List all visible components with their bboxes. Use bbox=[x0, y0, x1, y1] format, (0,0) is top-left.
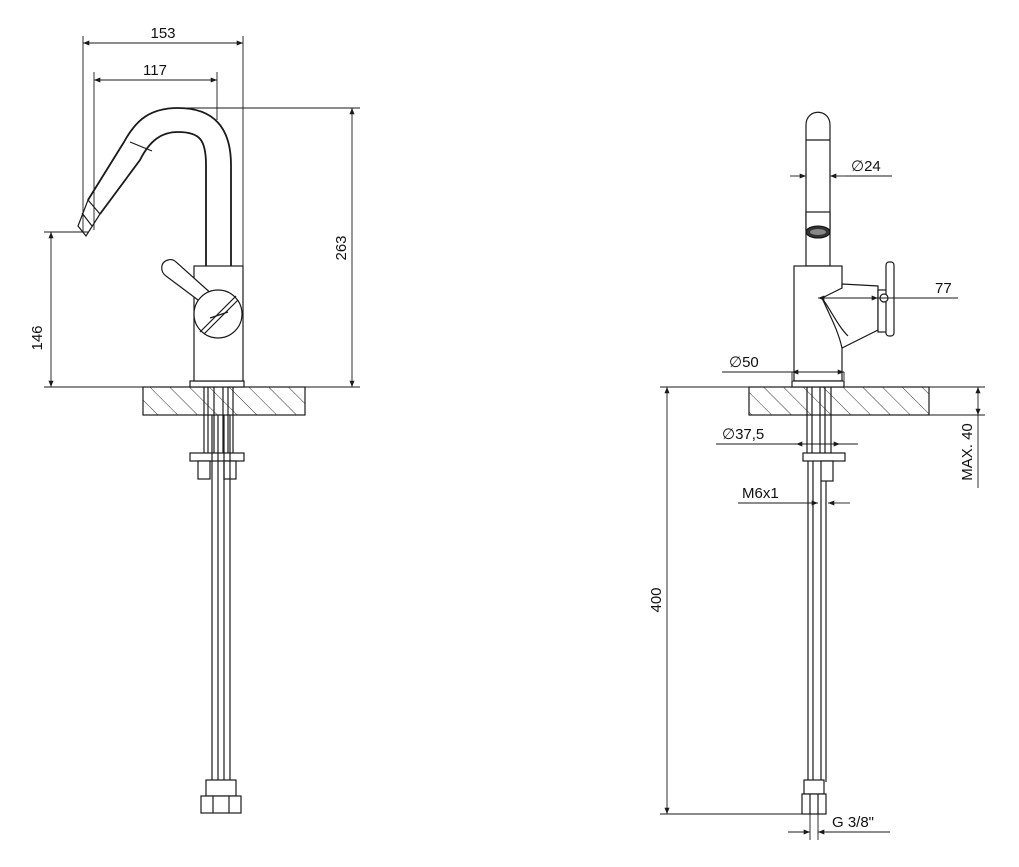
dim-263-label: 263 bbox=[333, 235, 350, 260]
dim-overall-reach: 153 bbox=[82, 25, 244, 266]
supply-hose-front bbox=[801, 461, 827, 815]
aerator-left bbox=[77, 198, 101, 238]
dim-146-label: 146 bbox=[29, 325, 46, 350]
dim-77-label: 77 bbox=[935, 280, 952, 297]
dim-max40-label: MAX. 40 bbox=[959, 423, 976, 481]
dim-shank-diameter: ∅37,5 bbox=[716, 426, 858, 447]
dim-117-label: 117 bbox=[143, 62, 167, 79]
dim-height: 263 bbox=[178, 107, 360, 388]
dim-153-label: 153 bbox=[150, 25, 175, 42]
dim-handle-projection: 77 bbox=[818, 280, 958, 301]
countertop-section-left bbox=[142, 386, 306, 416]
dim-hose-connection: G 3/8" bbox=[788, 814, 890, 840]
dim-thread: M6x1 bbox=[738, 485, 850, 506]
spout-tube-front bbox=[805, 111, 831, 267]
dim-400-label: 400 bbox=[648, 587, 665, 612]
dim-g38-label: G 3/8" bbox=[832, 814, 874, 831]
dim-spout-height: 146 bbox=[29, 231, 143, 388]
dim-deck-thickness: MAX. 40 bbox=[929, 386, 985, 488]
front-view: ∅24 77 ∅50 ∅37,5 M6x1 bbox=[648, 111, 985, 840]
dim-hose-length: 400 bbox=[648, 386, 802, 815]
supply-hose-left bbox=[200, 415, 242, 814]
dim-spout-diameter: ∅24 bbox=[790, 158, 892, 179]
countertop-section-right bbox=[748, 386, 930, 416]
side-view: 153 117 263 146 bbox=[29, 25, 360, 814]
dim-spout-reach: 117 bbox=[93, 62, 218, 230]
dim-m6x1-label: M6x1 bbox=[742, 485, 779, 502]
lever-handle-left bbox=[161, 259, 243, 339]
base-ring-front bbox=[791, 380, 845, 388]
spout-pipe-left bbox=[99, 131, 207, 266]
dim-d50-label: ∅50 bbox=[729, 354, 759, 371]
base-ring-left bbox=[189, 380, 245, 388]
dim-d24-label: ∅24 bbox=[851, 158, 881, 175]
dim-base-diameter: ∅50 bbox=[722, 354, 845, 380]
dim-d375-label: ∅37,5 bbox=[722, 426, 764, 443]
